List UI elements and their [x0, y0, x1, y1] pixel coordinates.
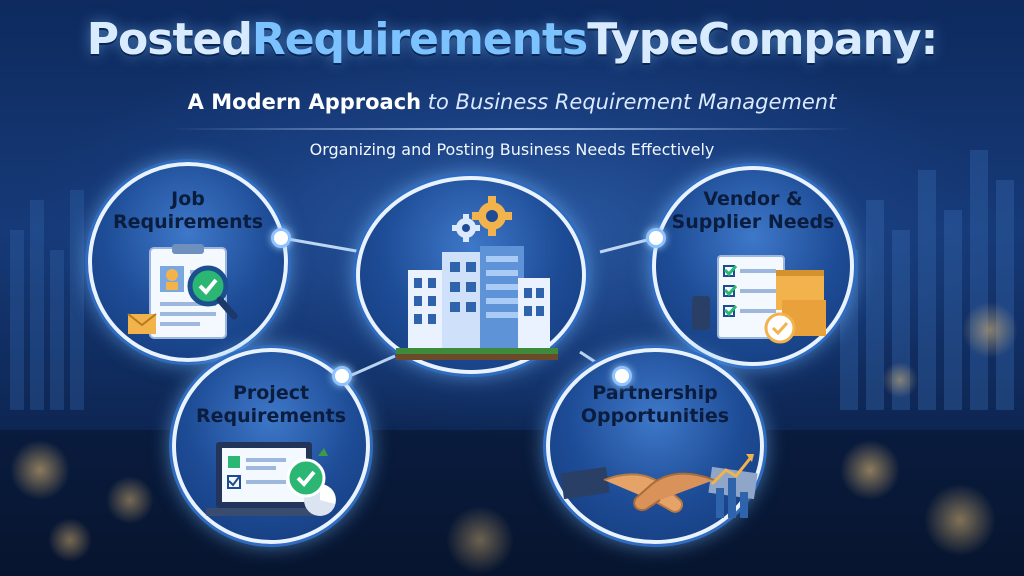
node-partnership: Partnership Opportunities [546, 348, 764, 544]
city-lights [0, 302, 1024, 576]
checklist-boxes-icon [692, 255, 826, 344]
project-label-line2: Requirements [195, 405, 346, 427]
job-requirements-label: Job Requirements [92, 188, 284, 234]
partnership-label: Partnership Opportunities [550, 382, 760, 428]
vendor-supplier-label: Vendor & Supplier Needs [656, 188, 850, 234]
laptop-checklist-icon [206, 442, 336, 516]
job-connector-dot [271, 228, 291, 248]
partnership-connector-dot [612, 366, 632, 386]
subtitle-bold: A Modern Approach [187, 90, 422, 114]
node-job-requirements: Job Requirements [88, 162, 288, 362]
project-requirements-label: Project Requirements [176, 382, 366, 428]
tagline: Organizing and Posting Business Needs Ef… [309, 140, 715, 159]
job-label-line1: Job [171, 188, 205, 210]
page-subtitle: A Modern Approach to Business Requiremen… [0, 90, 1024, 114]
job-label-line2: Requirements [112, 211, 263, 233]
background-bars [840, 150, 1014, 410]
title-divider [170, 128, 854, 130]
project-label-line1: Project [232, 382, 310, 404]
node-vendor-supplier: Vendor & Supplier Needs [652, 166, 854, 366]
partnership-label-line2: Opportunities [580, 405, 730, 427]
vendor-label-line1: Vendor & [703, 188, 803, 210]
title-part-typecompany: TypeCompany: [587, 14, 938, 65]
project-connector-dot [332, 366, 352, 386]
title-part-requirements: Requirements [251, 14, 588, 65]
partnership-label-line1: Partnership [592, 382, 718, 404]
office-buildings-gears-icon [396, 196, 558, 360]
handshake-icon [560, 454, 758, 518]
page-title: PostedRequirementsTypeCompany: [0, 14, 1024, 65]
job-document-icon [127, 244, 238, 339]
vendor-label-line2: Supplier Needs [671, 211, 835, 233]
subtitle-rest: to Business Requirement Management [421, 90, 837, 114]
node-center-company [356, 176, 586, 374]
vendor-connector-dot [646, 228, 666, 248]
title-part-posted: Posted [86, 14, 253, 65]
